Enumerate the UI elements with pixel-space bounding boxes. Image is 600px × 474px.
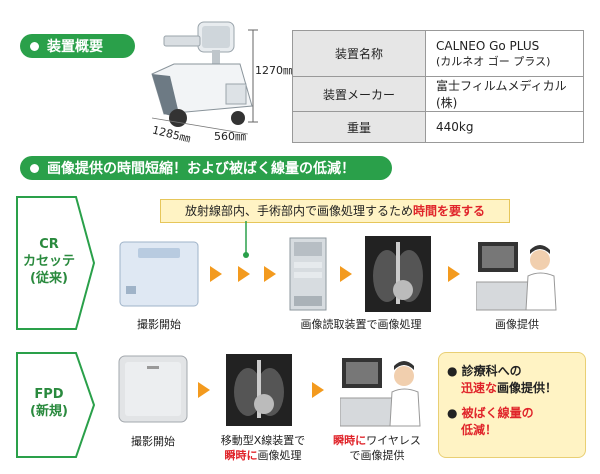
benefit-line: 低減！ bbox=[461, 423, 498, 437]
chest-xray-image bbox=[226, 354, 292, 426]
fpd-step2-line2: 瞬時に画像処理 bbox=[204, 448, 322, 463]
fpd-step3-line2: で画像提供 bbox=[349, 449, 405, 462]
section-benefit-title: 画像提供の時間短縮！および被ばく線量の低減！ bbox=[47, 161, 355, 177]
spec-value: 富士フィルムメディカル(株) bbox=[425, 76, 584, 112]
fpd-label-arrow-box bbox=[16, 352, 96, 458]
section-benefit-header: 画像提供の時間短縮！および被ばく線量の低減！ bbox=[20, 156, 392, 180]
chest-xray-image bbox=[365, 236, 431, 312]
benefit-emphasis: 迅速な bbox=[461, 381, 498, 395]
fpd-step3-text: ワイヤレス bbox=[366, 434, 421, 447]
bullet-icon bbox=[30, 41, 39, 51]
cr-callout-text: 放射線部内、手術部内で画像処理するため bbox=[184, 204, 413, 218]
fpd-step3-label: 瞬時にワイヤレス で画像提供 bbox=[322, 433, 432, 463]
fpd-label-line: (新規) bbox=[30, 404, 68, 419]
spec-label: 重量 bbox=[292, 111, 426, 143]
device-height-label: 1270㎜ bbox=[255, 64, 294, 77]
section-overview-header: 装置概要 bbox=[20, 34, 135, 58]
benefit-text: 画像提供！ bbox=[497, 381, 558, 395]
spec-value: 440kg bbox=[425, 111, 584, 143]
spec-table: 装置名称 CALNEO Go PLUS (カルネオ ゴー プラス) 装置メーカー… bbox=[292, 30, 584, 143]
cr-callout-emphasis: 時間を要する bbox=[413, 204, 486, 218]
spec-row-name: 装置名称 CALNEO Go PLUS (カルネオ ゴー プラス) bbox=[292, 30, 584, 77]
benefit-emphasis: 被ばく線量の bbox=[461, 406, 534, 420]
benefit-item: ● 被ばく線量の 低減！ bbox=[447, 405, 534, 439]
bullet-icon bbox=[30, 163, 39, 173]
cr-label-line: (従来) bbox=[30, 271, 68, 286]
device-width-label: 560㎜ bbox=[214, 130, 246, 143]
cr-label-line: カセッテ bbox=[22, 254, 75, 269]
doctor-monitor-image bbox=[476, 242, 557, 311]
cr-callout: 放射線部内、手術部内で画像処理するため時間を要する bbox=[160, 199, 510, 223]
fpd-step3-line1: 瞬時にワイヤレス bbox=[322, 433, 432, 448]
cr-step-label: 画像提供 bbox=[495, 318, 539, 331]
image-reader-machine-image bbox=[289, 237, 327, 311]
cr-cassette-image bbox=[119, 241, 199, 307]
spec-value-sub: (カルネオ ゴー プラス) bbox=[436, 54, 551, 68]
spec-label: 装置メーカー bbox=[292, 76, 426, 112]
fpd-step2-text: 画像処理 bbox=[257, 449, 302, 462]
cr-step-label: 画像読取装置で画像処理 bbox=[300, 318, 422, 331]
cr-step-label: 撮影開始 bbox=[137, 318, 181, 331]
flow-arrow-icon bbox=[198, 382, 210, 398]
cr-label: CR カセッテ (従来) bbox=[18, 236, 80, 287]
doctor-monitor-image bbox=[340, 358, 421, 427]
benefit-text: 診療科への bbox=[461, 364, 522, 378]
height-dimension-line bbox=[248, 29, 258, 123]
benefit-line: ● 被ばく線量の bbox=[447, 406, 534, 420]
flow-arrow-icon bbox=[264, 266, 276, 282]
fpd-step3-emphasis: 瞬時に bbox=[333, 434, 367, 447]
fpd-step2-line1: 移動型X線装置で bbox=[220, 434, 306, 447]
spec-row-weight: 重量 440kg bbox=[292, 111, 584, 143]
fpd-label: FPD (新規) bbox=[18, 386, 80, 420]
spec-value-main: CALNEO Go PLUS bbox=[436, 38, 540, 53]
fpd-panel-image bbox=[118, 355, 188, 423]
fpd-step1-label: 撮影開始 bbox=[131, 435, 175, 448]
benefits-box: ● 診療科への 迅速な画像提供！ ● 被ばく線量の 低減！ bbox=[438, 352, 586, 458]
benefit-item: ● 診療科への 迅速な画像提供！ bbox=[447, 363, 557, 397]
spec-label: 装置名称 bbox=[292, 30, 426, 77]
flow-arrow-icon bbox=[238, 266, 250, 282]
cr-label-line: CR bbox=[39, 237, 59, 252]
flow-arrow-icon bbox=[448, 266, 460, 282]
mobile-xray-device-illustration bbox=[151, 21, 253, 135]
spec-value: CALNEO Go PLUS (カルネオ ゴー プラス) bbox=[425, 30, 584, 77]
benefit-line: 迅速な画像提供！ bbox=[447, 380, 557, 397]
fpd-step2-label: 移動型X線装置で 瞬時に画像処理 bbox=[204, 433, 322, 463]
fpd-step2-emphasis: 瞬時に bbox=[224, 449, 258, 462]
flow-arrow-icon bbox=[210, 266, 222, 282]
flow-arrow-icon bbox=[312, 382, 324, 398]
benefit-line: ● 診療科への bbox=[447, 364, 522, 378]
callout-pointer-line bbox=[243, 221, 249, 258]
flow-arrow-icon bbox=[340, 266, 352, 282]
fpd-label-line: FPD bbox=[34, 387, 64, 402]
spec-row-maker: 装置メーカー 富士フィルムメディカル(株) bbox=[292, 76, 584, 112]
cr-label-arrow-box bbox=[16, 196, 96, 330]
section-overview-title: 装置概要 bbox=[47, 39, 103, 55]
